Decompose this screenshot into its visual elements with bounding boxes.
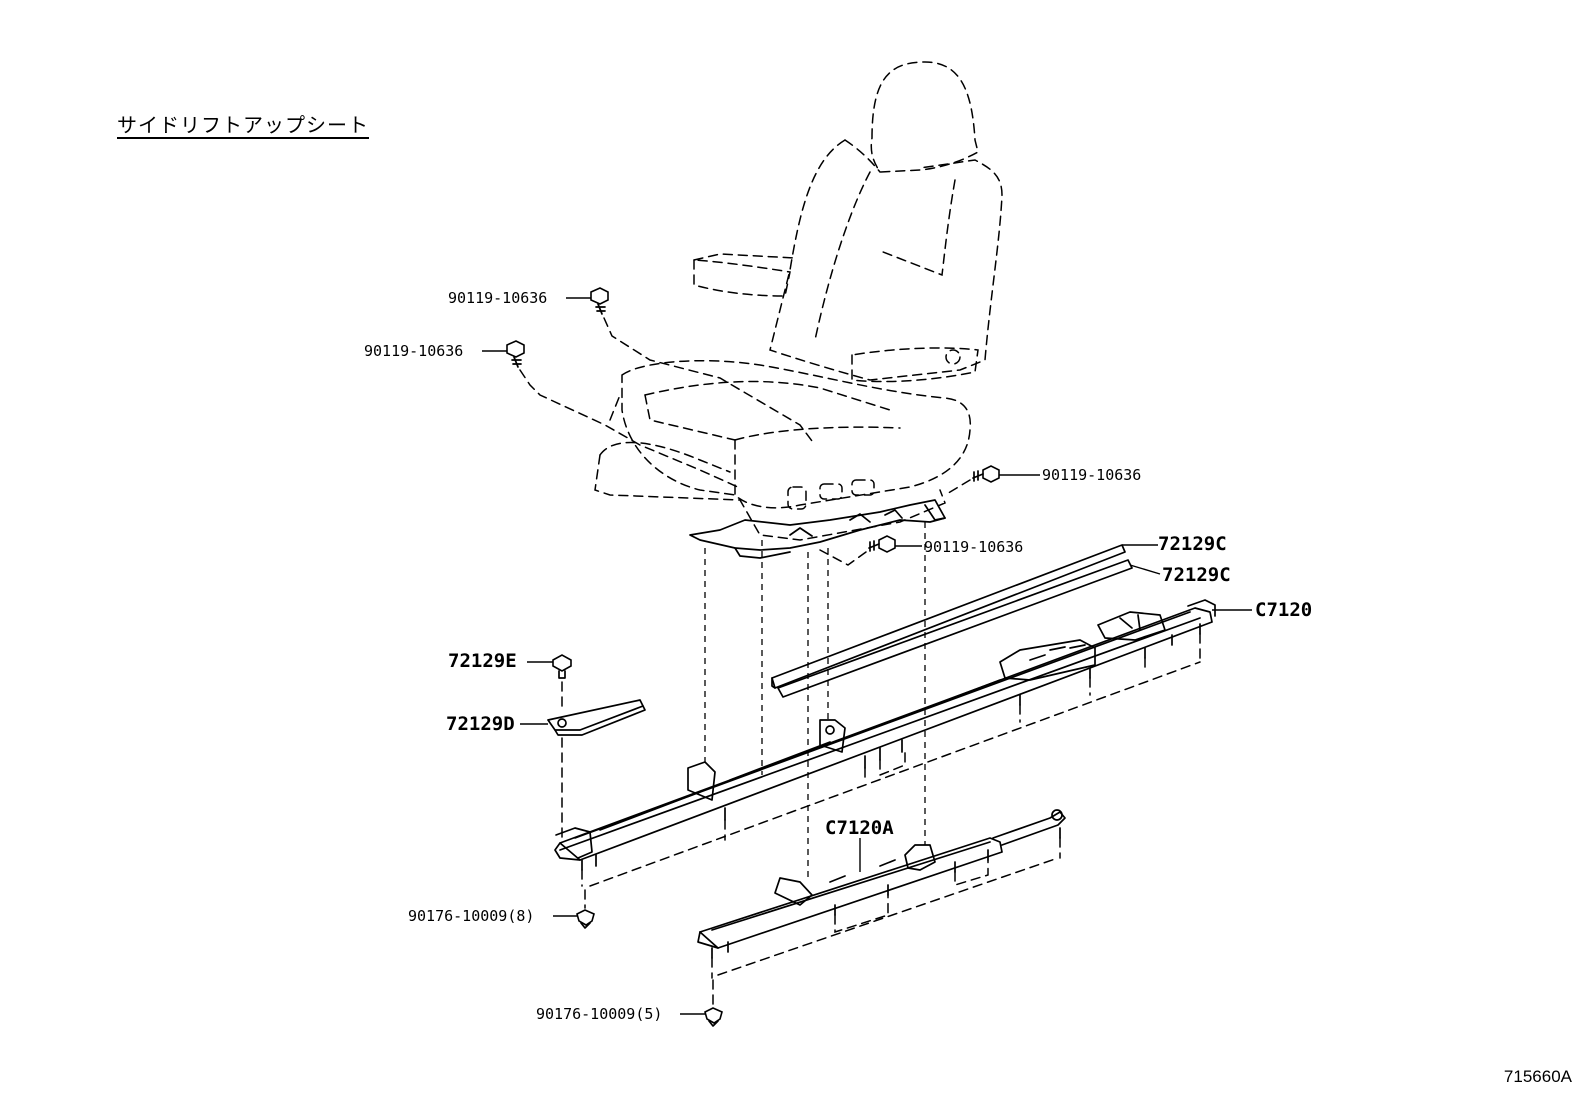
- part-label-seat-track[interactable]: C7120: [1255, 599, 1313, 621]
- seat-track: [554, 599, 1252, 887]
- stud-row: [581, 623, 1201, 871]
- alignment-lines: [704, 522, 926, 880]
- part-label-bolt-4[interactable]: 90119-10636: [924, 538, 1024, 556]
- bolt-icon: [868, 535, 896, 553]
- part-label-cover-d[interactable]: 72129D: [446, 713, 515, 735]
- seat-track-a: [697, 809, 1066, 979]
- seat-assembly: [594, 61, 1003, 559]
- rail-cover-group: [771, 544, 1161, 698]
- part-label-seat-track-a[interactable]: C7120A: [825, 817, 894, 839]
- screw-icon: [552, 654, 572, 679]
- part-label-rail-cover-1[interactable]: 72129C: [1158, 533, 1227, 555]
- part-label-rail-cover-2[interactable]: 72129C: [1162, 564, 1231, 586]
- part-label-screw-e[interactable]: 72129E: [448, 650, 517, 672]
- bolt-icon: [972, 465, 1000, 483]
- bolt-icon: [506, 340, 525, 368]
- part-label-nut-5[interactable]: 90176-10009(5): [536, 1005, 663, 1023]
- nut-icon: [576, 909, 595, 929]
- diagram-title: サイドリフトアップシート: [117, 113, 369, 137]
- part-label-bolt-3[interactable]: 90119-10636: [1042, 466, 1142, 484]
- part-label-nut-8[interactable]: 90176-10009(8): [408, 907, 535, 925]
- part-label-bolt-1[interactable]: 90119-10636: [448, 289, 548, 307]
- bolt-icon: [590, 287, 609, 315]
- cover-assembly: [520, 654, 646, 841]
- bolt-group: [482, 287, 1040, 566]
- reference-code: 715660A: [1503, 1067, 1572, 1086]
- part-label-bolt-2[interactable]: 90119-10636: [364, 342, 464, 360]
- nut-group: [553, 889, 723, 1027]
- nut-icon: [704, 1007, 723, 1027]
